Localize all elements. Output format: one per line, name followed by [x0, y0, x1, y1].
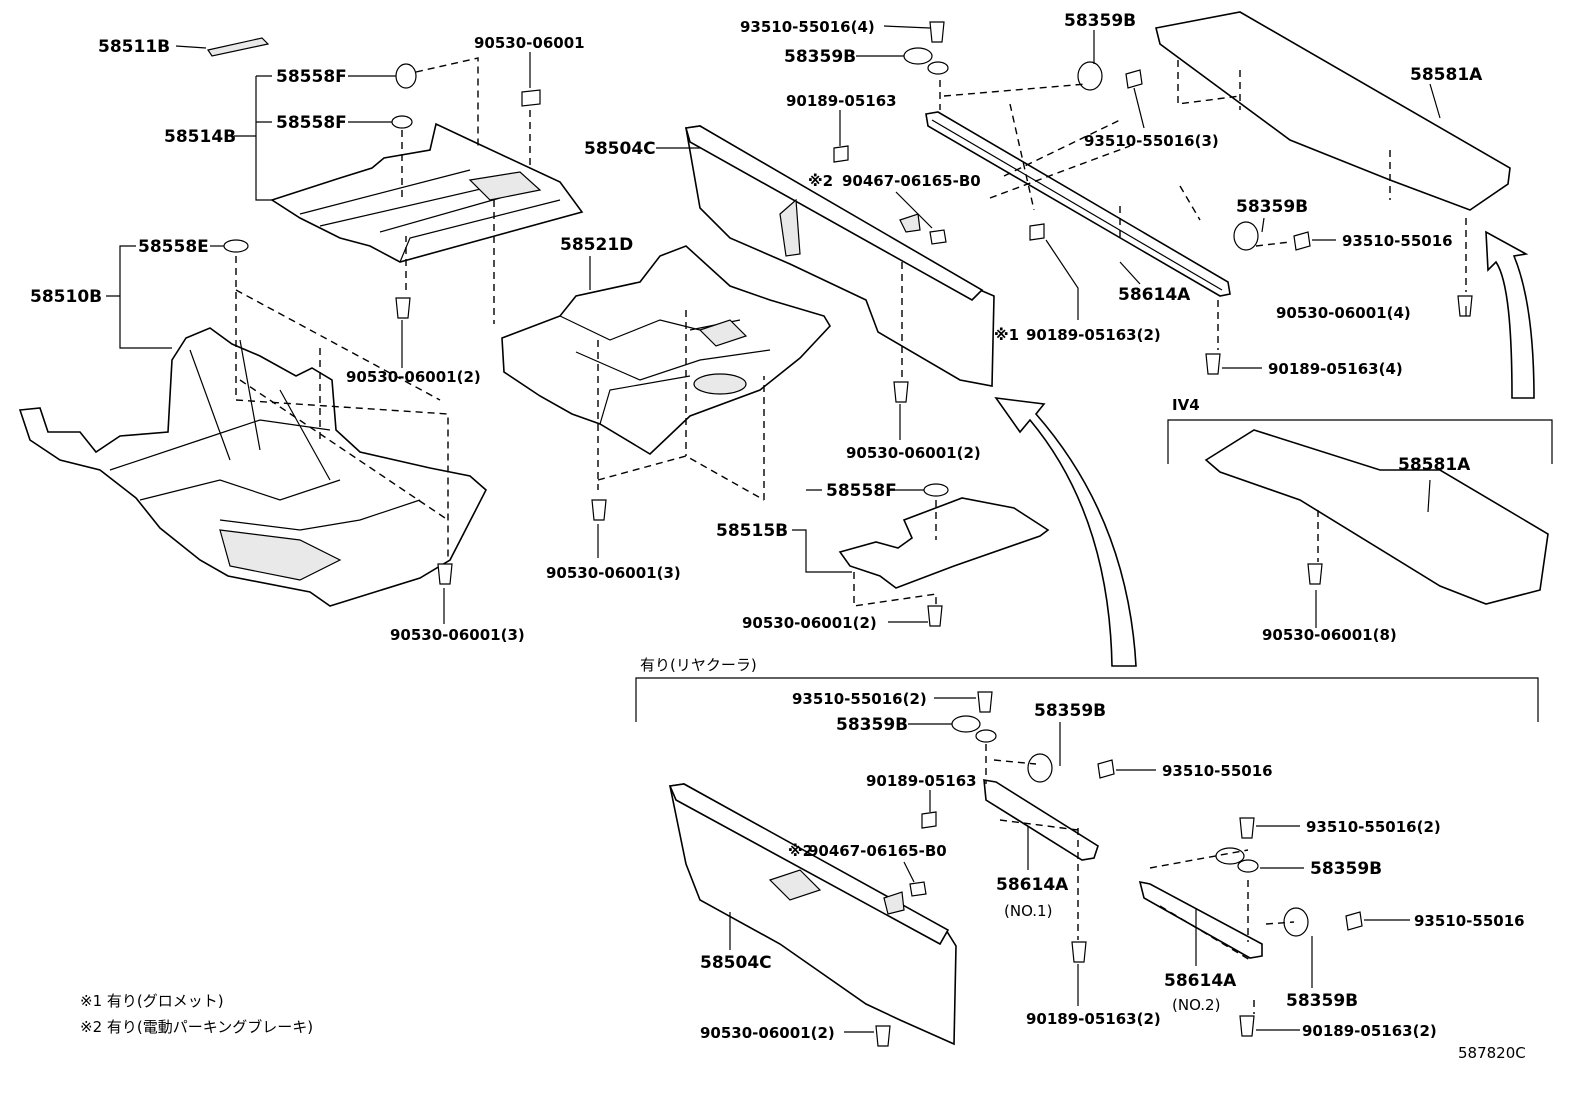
label-58359B-a: 58359B — [784, 47, 856, 67]
group-iv4: IV4 — [1172, 396, 1200, 414]
arrow-up-center — [994, 396, 1137, 667]
label-90530-06001-2c: 90530-06001(2) — [742, 614, 877, 632]
part-58581A-top — [1155, 11, 1511, 211]
label-90530-06001-top: 90530-06001 — [474, 34, 585, 52]
label-93510-55016-c: 93510-55016 — [1414, 912, 1525, 930]
part-58614A-no2 — [1138, 880, 1263, 959]
label-58558F-c: 58558F — [826, 481, 897, 501]
label-58514B: 58514B — [164, 127, 236, 147]
label-58614A-no2: 58614A — [1164, 971, 1237, 991]
part-58581A-iv4 — [1204, 429, 1549, 605]
label-58504C-top: 58504C — [584, 139, 656, 159]
label-58510B: 58510B — [30, 287, 102, 307]
label-90530-06001-8: 90530-06001(8) — [1262, 626, 1397, 644]
part-58521D — [501, 245, 831, 455]
bracket-rear-cooler — [635, 677, 1539, 722]
label-58359B-b: 58359B — [1064, 11, 1136, 31]
part-58510B — [18, 327, 487, 607]
label-90189-05163-a: 90189-05163 — [786, 92, 897, 110]
label-58359B-g: 58359B — [1286, 991, 1358, 1011]
label-58359B-d: 58359B — [836, 715, 908, 735]
label-93510-55016-4: 93510-55016(4) — [740, 18, 875, 36]
label-90530-06001-4: 90530-06001(4) — [1276, 304, 1411, 322]
assembly-dashes — [235, 57, 1467, 1014]
label-90467-06165-b0-b: 90467-06165-B0 — [808, 842, 947, 860]
label-90189-05163-2b: 90189-05163(2) — [1026, 1010, 1161, 1028]
label-93510-55016-3: 93510-55016(3) — [1084, 132, 1219, 150]
footnote-2: ※2 有り(電動パーキングブレーキ) — [80, 1018, 313, 1036]
label-58558E: 58558E — [138, 237, 209, 257]
fastener-icons — [223, 21, 1473, 1047]
mark-1: ※1 — [994, 326, 1019, 344]
label-90189-05163-b: 90189-05163 — [866, 772, 977, 790]
bracket-iv4 — [1167, 419, 1553, 464]
label-90189-05163-2c: 90189-05163(2) — [1302, 1022, 1437, 1040]
label-90530-06001-3a: 90530-06001(3) — [390, 626, 525, 644]
leader-lines — [106, 25, 1467, 1033]
part-58614A-no1 — [983, 779, 1099, 861]
part-58515B — [838, 497, 1050, 589]
group-rear-cooler: 有り(リヤクーラ) — [640, 656, 757, 674]
diagram-id: 587820C — [1458, 1044, 1526, 1062]
label-58515B: 58515B — [716, 521, 788, 541]
label-58521D: 58521D — [560, 235, 633, 255]
label-90530-06001-2d: 90530-06001(2) — [700, 1024, 835, 1042]
label-58511B: 58511B — [98, 37, 170, 57]
mark-2-bottom: ※2 — [788, 842, 813, 860]
label-58614A-no1: 58614A — [996, 875, 1069, 895]
label-93510-55016-2b: 93510-55016(2) — [1306, 818, 1441, 836]
label-90530-06001-2b: 90530-06001(2) — [846, 444, 981, 462]
label-90530-06001-2a: 90530-06001(2) — [346, 368, 481, 386]
arrow-up-right — [1485, 230, 1535, 399]
label-93510-55016-a: 93510-55016 — [1342, 232, 1453, 250]
label-90530-06001-3b: 90530-06001(3) — [546, 564, 681, 582]
label-58359B-c: 58359B — [1236, 197, 1308, 217]
label-58359B-f: 58359B — [1310, 859, 1382, 879]
label-93510-55016-b: 93510-55016 — [1162, 762, 1273, 780]
label-93510-55016-2a: 93510-55016(2) — [792, 690, 927, 708]
label-58558F-a: 58558F — [276, 67, 347, 87]
footnote-1: ※1 有り(グロメット) — [80, 992, 224, 1010]
mark-2-top: ※2 — [808, 172, 833, 190]
label-58504C-bottom: 58504C — [700, 953, 772, 973]
label-no2: (NO.2) — [1172, 996, 1220, 1014]
label-90467-06165-b0-a: 90467-06165-B0 — [842, 172, 981, 190]
label-58581A-b: 58581A — [1398, 455, 1471, 475]
label-58614A-top: 58614A — [1118, 285, 1191, 305]
part-58514B — [270, 122, 584, 263]
label-58558F-b: 58558F — [276, 113, 347, 133]
part-58511B — [207, 37, 270, 57]
label-90189-05163-2: 90189-05163(2) — [1026, 326, 1161, 344]
label-58359B-e: 58359B — [1034, 701, 1106, 721]
label-58581A-a: 58581A — [1410, 65, 1483, 85]
label-90189-05163-4: 90189-05163(4) — [1268, 360, 1403, 378]
label-no1: (NO.1) — [1004, 902, 1052, 920]
